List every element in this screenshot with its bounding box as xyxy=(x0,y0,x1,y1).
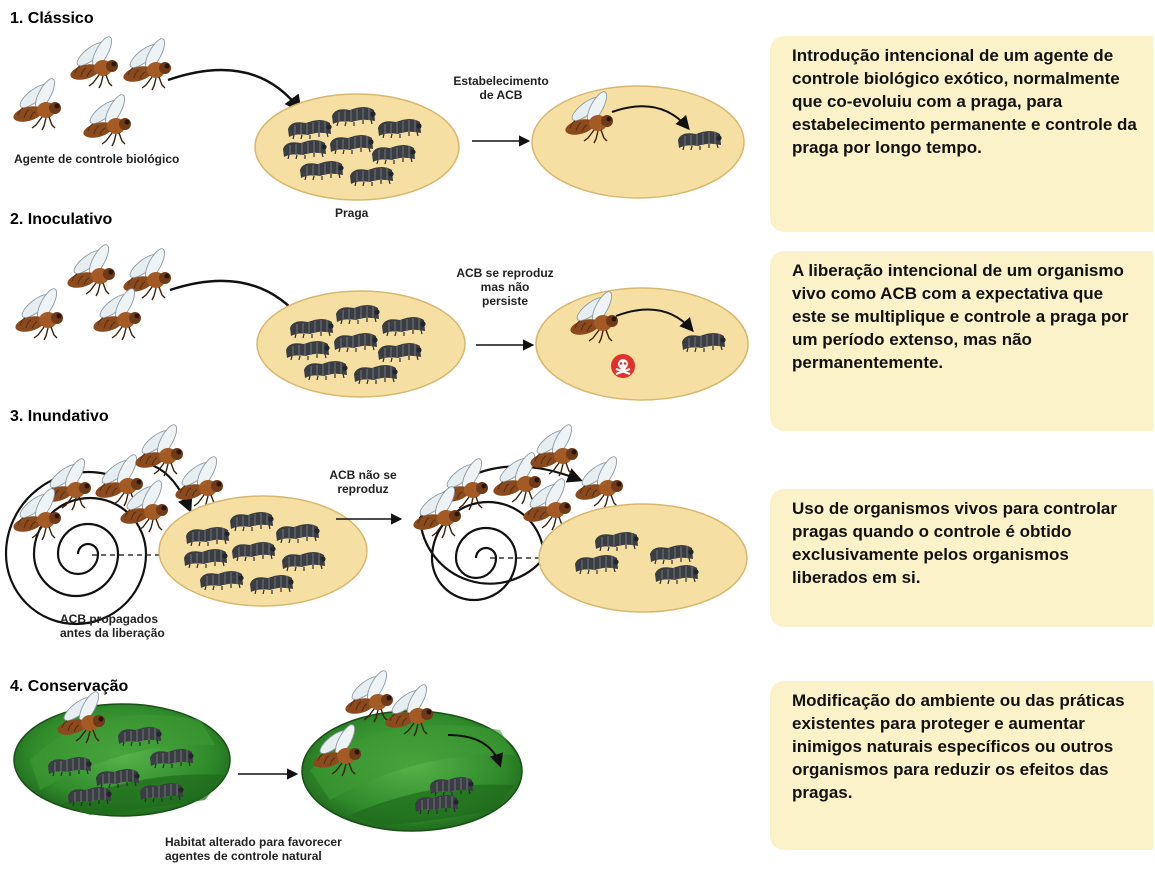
outcome-label: ACB não se reproduz xyxy=(328,468,398,496)
release-arrow xyxy=(167,68,303,113)
fly-icon xyxy=(80,91,132,147)
fly-icon xyxy=(410,483,462,539)
inoculative-description: A liberação intencional de um organismo … xyxy=(770,251,1153,431)
section-4-heading: 4. Conservação xyxy=(10,678,129,695)
attack-arrow xyxy=(447,734,504,768)
outcome-label-line: persiste xyxy=(481,294,529,308)
fly-icon xyxy=(10,75,62,131)
section-3-illustration xyxy=(4,421,748,626)
habitat-label-line: Habitat alterado para favorecer xyxy=(165,835,342,849)
outcome-label-line: Estabelecimento xyxy=(453,74,549,88)
section-2-illustration xyxy=(12,241,749,401)
section-2-heading: 2. Inoculativo xyxy=(10,211,113,228)
classical-description: Introdução intencional de um agente de c… xyxy=(770,36,1153,232)
outcome-label-line: ACB não se xyxy=(329,468,397,482)
attack-arrow xyxy=(611,105,690,131)
section-3-heading: 3. Inundativo xyxy=(10,408,109,425)
propagation-spiral xyxy=(4,461,193,626)
fly-icon xyxy=(64,241,116,297)
outcome-label: Estabelecimento de ACB xyxy=(440,74,562,102)
outcome-ellipse xyxy=(538,503,748,613)
fly-icon xyxy=(172,453,224,509)
habitat-label-line: agentes de controle natural xyxy=(165,849,322,863)
skull-icon xyxy=(610,353,636,379)
fly-icon xyxy=(572,453,624,509)
section-1-heading: 1. Clássico xyxy=(10,10,94,27)
habitat-label: Habitat alterado para favorecer agentes … xyxy=(165,835,342,863)
propagated-label: ACB propagados antes da liberação xyxy=(60,612,165,640)
section-4-illustration xyxy=(13,667,523,832)
fly-icon xyxy=(90,285,142,341)
fly-icon xyxy=(10,485,62,541)
attack-arrow xyxy=(615,308,694,333)
fly-icon xyxy=(120,35,172,91)
outcome-label: ACB se reproduz mas não persiste xyxy=(440,266,570,308)
outcome-label-line: reproduz xyxy=(337,482,389,496)
pest-label: Praga xyxy=(335,206,369,220)
conservation-description: Modificação do ambiente ou das práticas … xyxy=(770,681,1153,850)
agent-label: Agente de controle biológico xyxy=(14,152,180,166)
fly-icon xyxy=(12,285,64,341)
fly-icon xyxy=(67,33,119,89)
propagated-label-line: ACB propagados xyxy=(60,612,159,626)
inundative-description: Uso de organismos vivos para controlar p… xyxy=(770,489,1153,627)
outcome-label-line: mas não xyxy=(480,280,530,294)
propagated-label-line: antes da liberação xyxy=(60,626,165,640)
outcome-label-line: ACB se reproduz xyxy=(456,266,554,280)
outcome-label-line: de ACB xyxy=(479,88,523,102)
propagation-spiral xyxy=(418,465,583,602)
section-1-illustration xyxy=(10,33,745,201)
